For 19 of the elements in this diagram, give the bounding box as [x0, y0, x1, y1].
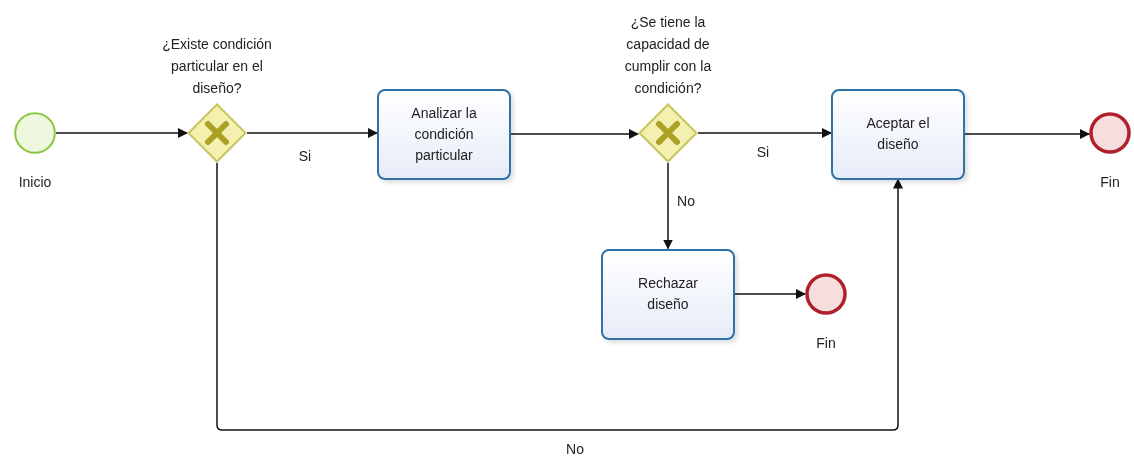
sequence-flow-arrow — [964, 129, 1090, 139]
sequence-flow-arrow — [510, 129, 639, 139]
task-box — [601, 248, 735, 340]
sequence-flow-arrow — [55, 128, 188, 138]
task-box — [831, 88, 965, 180]
gateway-question: ¿Se tiene la capacidad de cumplir con la condición? — [623, 13, 713, 98]
sequence-flow-arrow — [697, 128, 832, 138]
gateway-question: ¿Existe condición particular en el diseño? — [161, 35, 273, 98]
sequence-flow-arrow — [734, 289, 806, 299]
event-label: Fin — [816, 334, 836, 353]
event-label: Fin — [1100, 173, 1120, 192]
task-label: Rechazar diseño — [637, 274, 699, 314]
event-label: Inicio — [18, 173, 52, 192]
task-box — [377, 88, 511, 180]
task-label: Analizar la condición particular — [410, 103, 478, 165]
sequence-flow-arrow — [663, 162, 673, 250]
sequence-flow-arrow — [246, 128, 378, 138]
sequence-flow-arrow — [216, 162, 903, 431]
task-label: Aceptar el diseño — [865, 114, 931, 154]
